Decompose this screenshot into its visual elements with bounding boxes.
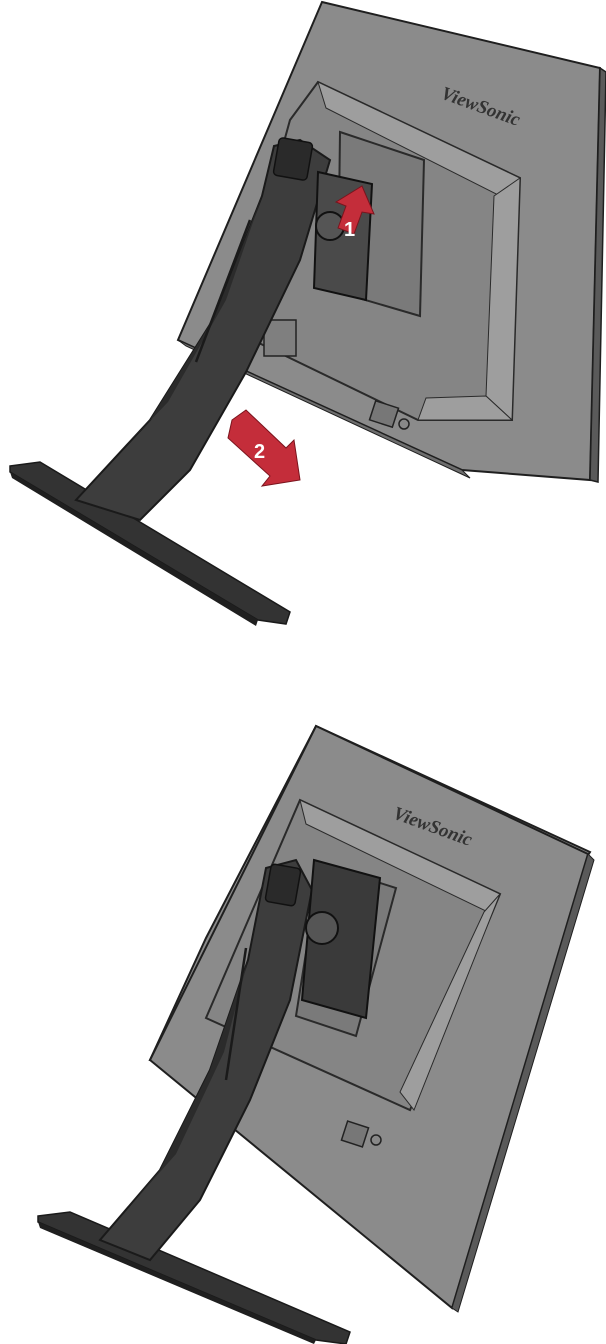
stand-base <box>38 1212 350 1344</box>
lock-slot-icon <box>399 419 409 429</box>
step-1-label: 1 <box>344 219 355 241</box>
monitor-rear-panel <box>150 726 594 1344</box>
stand-removal-svg: ViewSonic 1 2 <box>0 0 606 640</box>
lock-slot-icon <box>371 1135 381 1145</box>
stand-attached-illustration: ViewSonic <box>0 700 606 1344</box>
step-2-label: 2 <box>254 441 265 463</box>
stand-attached-svg: ViewSonic <box>0 700 606 1344</box>
stand-removal-illustration: ViewSonic 1 2 <box>0 0 606 640</box>
step-2-arrow: 2 <box>228 410 300 486</box>
